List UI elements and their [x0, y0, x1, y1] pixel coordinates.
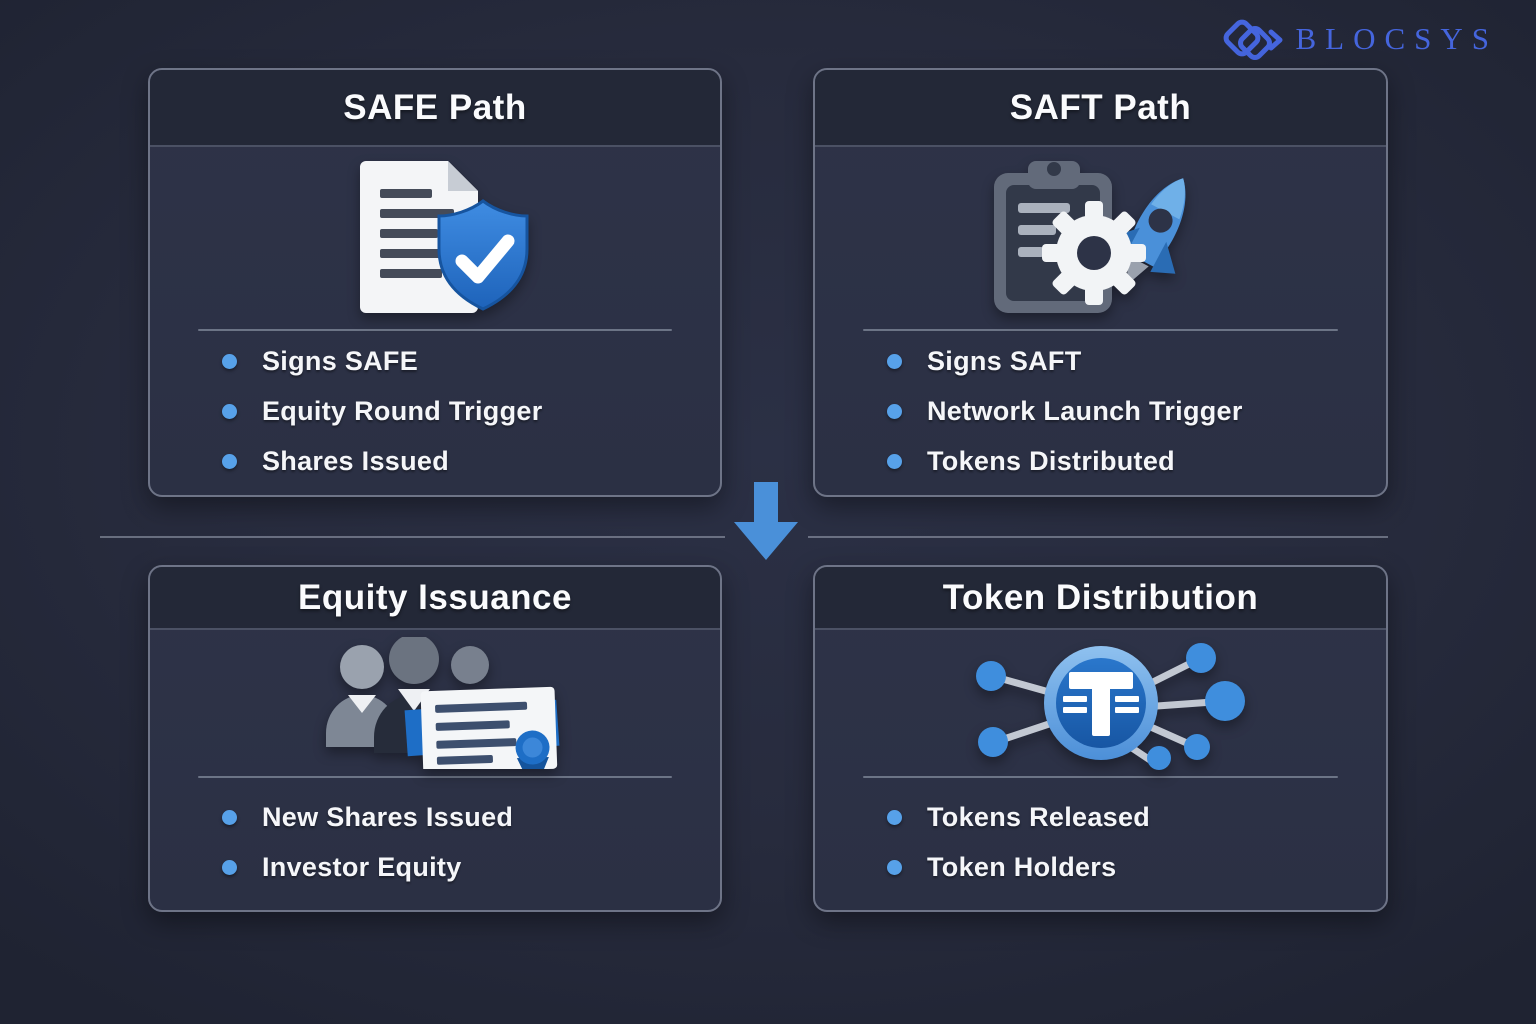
- bullet-list: Signs SAFE Equity Round Trigger Shares I…: [150, 331, 720, 495]
- bullet-label: Investor Equity: [262, 851, 462, 882]
- bullet-dot-icon: [222, 403, 237, 419]
- connector-line-right: [808, 536, 1388, 538]
- card-safe-path: SAFE Path Signs SAFE: [148, 68, 722, 497]
- bullet-dot-icon: [222, 809, 237, 825]
- card-divider: [198, 329, 672, 331]
- bullet-label: Shares Issued: [262, 445, 449, 476]
- card-title: SAFT Path: [1009, 87, 1192, 127]
- card-equity-issuance-header: Equity Issuance: [150, 567, 720, 630]
- bullet-item: Network Launch Trigger: [887, 396, 1386, 427]
- card-divider: [863, 329, 1338, 331]
- card-token-distribution: Token Distribution: [813, 565, 1388, 912]
- bullet-label: Tokens Released: [927, 801, 1151, 832]
- bullet-dot-icon: [887, 859, 902, 875]
- bullet-dot-icon: [887, 353, 902, 369]
- bullet-label: Network Launch Trigger: [927, 395, 1243, 426]
- down-arrow-icon: [730, 482, 802, 565]
- card-saft-path: SAFT Path: [813, 68, 1388, 497]
- bullet-dot-icon: [887, 809, 902, 825]
- bullet-label: Equity Round Trigger: [262, 395, 543, 426]
- bullet-item: Token Holders: [887, 852, 1386, 883]
- document-shield-check-icon: [150, 147, 720, 329]
- bullet-dot-icon: [222, 453, 237, 469]
- card-safe-path-header: SAFE Path: [150, 70, 720, 147]
- bullet-dot-icon: [887, 453, 902, 469]
- bullet-list: Signs SAFT Network Launch Trigger Tokens…: [815, 331, 1386, 495]
- clipboard-gear-rocket-icon: [815, 147, 1386, 329]
- brand-logo: BLOCSYS: [1223, 14, 1498, 64]
- card-equity-issuance: Equity Issuance: [148, 565, 722, 912]
- bullet-label: Tokens Distributed: [927, 445, 1175, 476]
- bullet-item: Equity Round Trigger: [222, 396, 720, 427]
- brand-name: BLOCSYS: [1295, 21, 1498, 56]
- bullet-item: Tokens Distributed: [887, 446, 1386, 477]
- bullet-item: Tokens Released: [887, 802, 1386, 833]
- connector-line-left: [100, 536, 725, 538]
- token-network-coin-icon: [815, 630, 1386, 776]
- card-title: Equity Issuance: [298, 577, 572, 617]
- card-title: SAFE Path: [343, 87, 527, 127]
- bullet-list: Tokens Released Token Holders: [815, 778, 1386, 910]
- bullet-list: New Shares Issued Investor Equity: [150, 778, 720, 910]
- bullet-label: Signs SAFE: [262, 345, 419, 376]
- bullet-item: Shares Issued: [222, 446, 720, 477]
- bullet-dot-icon: [887, 403, 902, 419]
- bullet-dot-icon: [222, 859, 237, 875]
- bullet-item: Signs SAFT: [887, 346, 1386, 377]
- people-certificate-icon: [150, 630, 720, 776]
- bullet-label: Token Holders: [927, 851, 1117, 882]
- bullet-label: Signs SAFT: [927, 345, 1082, 376]
- bullet-item: Signs SAFE: [222, 346, 720, 377]
- card-divider: [198, 776, 672, 778]
- bullet-label: New Shares Issued: [262, 801, 514, 832]
- card-token-distribution-header: Token Distribution: [815, 567, 1386, 630]
- card-title: Token Distribution: [942, 577, 1259, 617]
- bullet-item: New Shares Issued: [222, 802, 720, 833]
- bullet-item: Investor Equity: [222, 852, 720, 883]
- blocsys-diamonds-icon: [1223, 14, 1285, 64]
- card-saft-path-header: SAFT Path: [815, 70, 1386, 147]
- card-divider: [863, 776, 1338, 778]
- bullet-dot-icon: [222, 353, 237, 369]
